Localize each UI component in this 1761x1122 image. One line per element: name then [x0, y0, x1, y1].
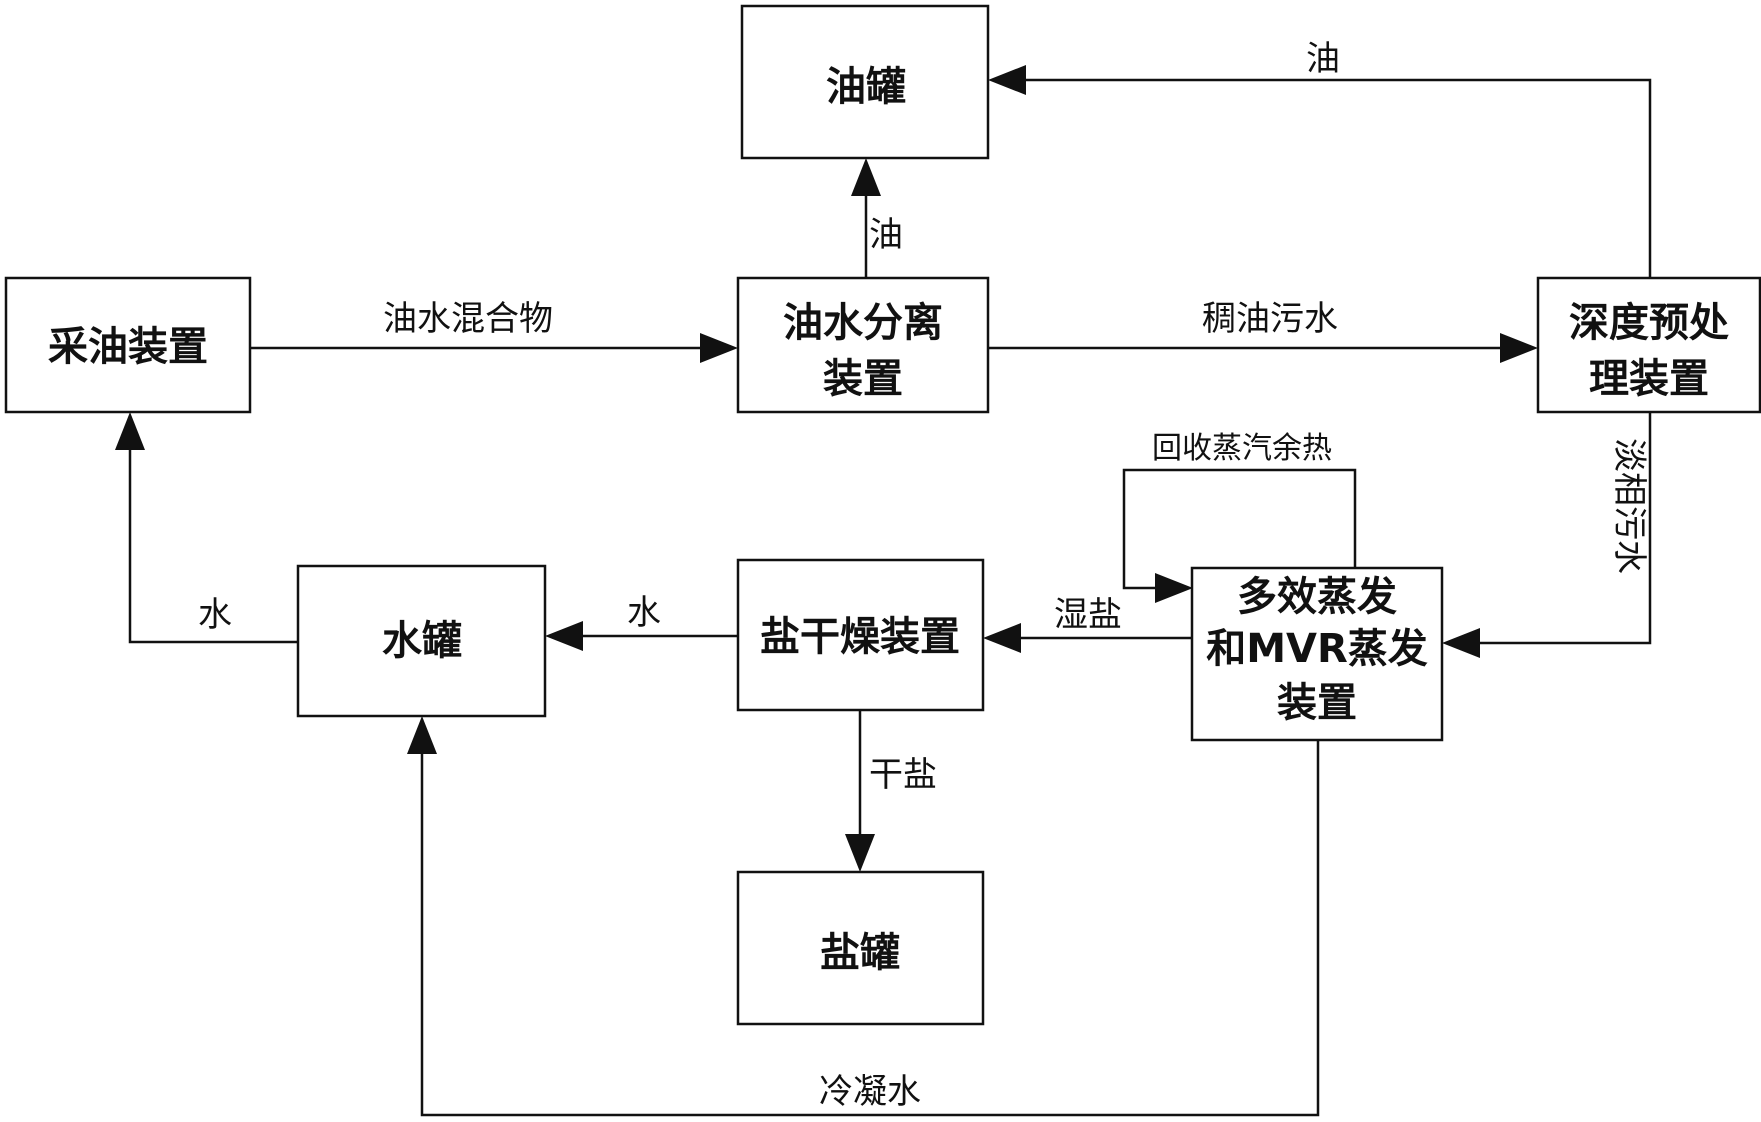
node-water-tank-label: 水罐	[382, 618, 462, 664]
node-salt-tank	[736, 870, 985, 1026]
edge-thick-oil-arrowhead	[1500, 333, 1538, 363]
node-oil-tank-label: 油罐	[826, 64, 906, 110]
node-oil-water-separator-label-2: 装置	[823, 356, 903, 402]
node-deep-pretreatment	[1536, 276, 1761, 414]
node-evaporator-label-2: 和MVR蒸发	[1206, 626, 1428, 672]
edge-wet-salt-arrowhead	[983, 623, 1021, 653]
edge-steam-heat-line	[1122, 468, 1357, 590]
edge-thick-oil-label: 稠油污水	[1202, 299, 1338, 339]
node-oil-extraction-label: 采油装置	[48, 324, 208, 370]
edge-oil-top-arrowhead	[988, 65, 1026, 95]
edge-water-dryer-label: 水	[627, 593, 661, 633]
edge-water-extraction-line	[128, 446, 298, 644]
edge-water-extraction-label: 水	[198, 595, 232, 635]
node-water-tank	[296, 564, 547, 718]
node-deep-pretreatment-label-1: 深度预处	[1569, 300, 1729, 346]
node-salt-tank-label: 盐罐	[820, 930, 900, 976]
node-oil-water-separator-label-1: 油水分离	[783, 300, 943, 346]
edge-oil-up-label: 油	[869, 215, 903, 255]
edge-oil-top-label: 油	[1306, 39, 1340, 79]
edge-light-phase-line	[1476, 412, 1652, 645]
edge-oil-top-line	[1022, 78, 1652, 278]
node-evaporator	[1190, 566, 1444, 742]
node-salt-dryer-label: 盐干燥装置	[760, 614, 960, 660]
edge-mixture-arrowhead	[700, 333, 738, 363]
edge-dry-salt-arrowhead	[845, 834, 875, 872]
edge-dry-salt-label: 干盐	[869, 755, 937, 795]
node-deep-pretreatment-label-2: 理装置	[1589, 356, 1709, 402]
edge-mixture-label: 油水混合物	[383, 299, 553, 339]
edge-water-dryer-arrowhead	[545, 621, 583, 651]
edge-wet-salt-label: 湿盐	[1054, 595, 1122, 635]
edge-steam-heat-arrowhead	[1155, 573, 1193, 603]
edge-condensate-line	[420, 740, 1320, 1117]
node-evaporator-label-3: 装置	[1277, 680, 1357, 726]
node-salt-dryer	[736, 558, 985, 712]
edge-condensate-label: 冷凝水	[819, 1072, 921, 1112]
edge-oil-up-arrowhead	[851, 158, 881, 196]
edge-steam-heat-label: 回收蒸汽余热	[1152, 431, 1332, 466]
edge-water-extraction-arrowhead	[115, 412, 145, 450]
edge-light-phase-arrowhead	[1442, 628, 1480, 658]
node-evaporator-label-1: 多效蒸发	[1237, 574, 1397, 620]
edge-condensate-arrowhead	[407, 716, 437, 754]
node-oil-extraction	[4, 276, 252, 414]
node-oil-tank	[740, 4, 990, 160]
edge-light-phase-label: 淡相污水	[1609, 438, 1649, 574]
node-oil-water-separator	[736, 276, 990, 414]
